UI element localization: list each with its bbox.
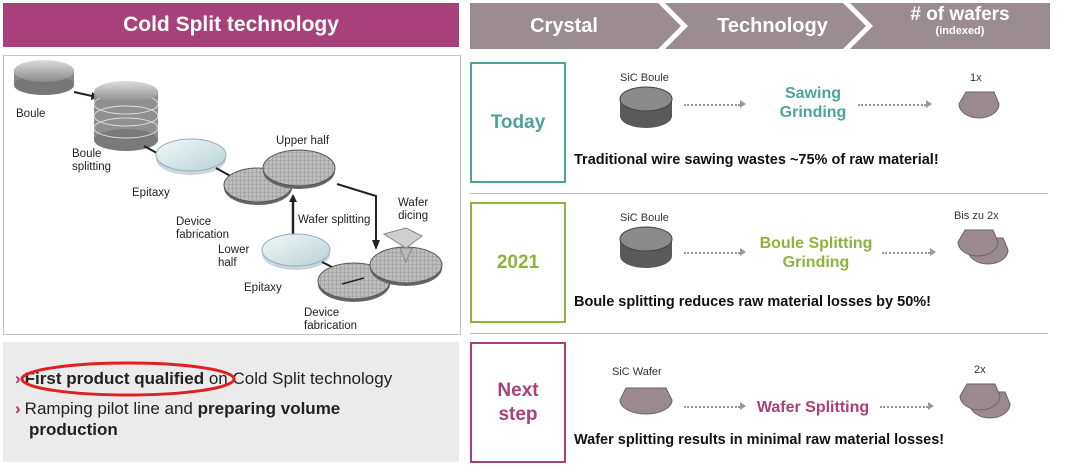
step-wafers: # of wafers (indexed) — [870, 4, 1050, 38]
label-epitaxy-1: Epitaxy — [132, 187, 170, 199]
technology-label: Wafer Splitting — [748, 398, 878, 417]
process-header — [470, 3, 1050, 49]
label-boule: Boule — [16, 108, 46, 120]
epitaxy-wafer-2 — [261, 233, 331, 270]
double-wafer-icon — [959, 383, 1011, 419]
arrow-head — [740, 100, 746, 108]
label-wafer-splitting: Wafer splitting — [298, 214, 371, 226]
boule-shape — [14, 60, 74, 95]
dotted-arrow-line — [882, 252, 930, 254]
upper-half-wafer — [262, 149, 336, 189]
wafer-count: 1x — [970, 72, 982, 84]
technology-label: Sawing Grinding — [748, 84, 878, 122]
label-wafer-dicing: Wafer dicing — [398, 197, 429, 222]
dotted-arrow-line — [858, 104, 926, 106]
summary-bullets: ›First product qualified on Cold Split t… — [3, 342, 459, 462]
label-lower-half: Lower half — [218, 244, 250, 269]
year-label-2021: 2021 — [470, 202, 566, 323]
row-next-step: Next step SiC Wafer Wafer Splitting 2x W… — [470, 338, 1048, 468]
row-description: Wafer splitting results in minimal raw m… — [574, 432, 945, 448]
step-crystal: Crystal — [530, 14, 598, 37]
sic-wafer-icon — [619, 387, 673, 415]
source-label: SiC Wafer — [612, 366, 662, 378]
row-description: Boule splitting reduces raw material los… — [574, 294, 931, 310]
bullet-marker: › — [15, 399, 21, 418]
bullet-marker: › — [15, 369, 21, 388]
bullet-2-pre: Ramping pilot line and — [24, 399, 198, 418]
epitaxy-wafer-1 — [155, 138, 227, 175]
process-illustration — [14, 60, 443, 302]
technology-line-2: Grinding — [779, 104, 847, 121]
left-header: Cold Split technology — [3, 3, 459, 47]
label-device-fabrication-2: Device fabrication — [304, 307, 358, 332]
arrow-head — [926, 100, 932, 108]
step-wafers-title: # of wafers — [910, 4, 1010, 25]
label-device-fabrication-1: Device fabrication — [176, 216, 230, 241]
bullet-2-bold-2: production — [29, 420, 118, 439]
year-label-today: Today — [470, 62, 566, 183]
bullet-1-rest: on Cold Split technology — [204, 369, 393, 388]
dotted-arrow-line — [684, 252, 740, 254]
arrow-head — [930, 248, 936, 256]
technology-line-1: Wafer Splitting — [756, 399, 870, 416]
step-wafers-sub: (indexed) — [935, 25, 985, 37]
sic-boule-icon — [619, 86, 673, 128]
wafer-count: Bis zu 2x — [954, 210, 999, 222]
highlight-ellipse — [20, 361, 236, 397]
technology-line-2: Grinding — [782, 254, 850, 271]
label-epitaxy-2: Epitaxy — [244, 282, 282, 294]
wafer-dicing-shape — [369, 227, 443, 286]
arrow-head — [740, 248, 746, 256]
label-upper-half: Upper half — [276, 135, 330, 147]
source-label: SiC Boule — [620, 212, 669, 224]
technology-line-1: Boule Splitting — [759, 235, 873, 252]
dotted-arrow-line — [684, 406, 740, 408]
row-divider — [470, 333, 1048, 334]
row-description: Traditional wire sawing wastes ~75% of r… — [574, 152, 939, 168]
bullet-2-bold: preparing volume — [197, 399, 341, 418]
bullet-1: ›First product qualified on Cold Split t… — [15, 368, 392, 389]
bullet-1-bold: First product qualified — [24, 369, 205, 388]
bullet-2: ›Ramping pilot line and preparing volume… — [15, 398, 340, 440]
wafer-icon — [958, 91, 1000, 119]
row-today: Today SiC Boule Sawing Grinding 1x Tradi… — [470, 58, 1048, 190]
technology-line-1: Sawing — [784, 85, 841, 102]
row-2021: 2021 SiC Boule Boule Splitting Grinding … — [470, 198, 1048, 328]
label-boule-splitting: Boule splitting — [72, 148, 111, 173]
sic-boule-icon — [619, 226, 673, 268]
year-label-next-step: Next step — [470, 342, 566, 463]
wafer-count: 2x — [974, 364, 986, 376]
boule-splitting-shape — [93, 81, 159, 151]
dotted-arrow-line — [684, 104, 740, 106]
arrow-head — [740, 402, 746, 410]
source-label: SiC Boule — [620, 72, 669, 84]
left-header-title: Cold Split technology — [123, 13, 339, 36]
technology-label: Boule Splitting Grinding — [746, 234, 886, 272]
double-wafer-icon — [957, 229, 1009, 265]
cold-split-diagram: Boule Boule splitting Epitaxy Upper half… — [3, 55, 461, 335]
row-divider — [470, 193, 1048, 194]
dotted-arrow-line — [880, 406, 928, 408]
arrow-head — [928, 402, 934, 410]
step-technology: Technology — [717, 14, 828, 37]
